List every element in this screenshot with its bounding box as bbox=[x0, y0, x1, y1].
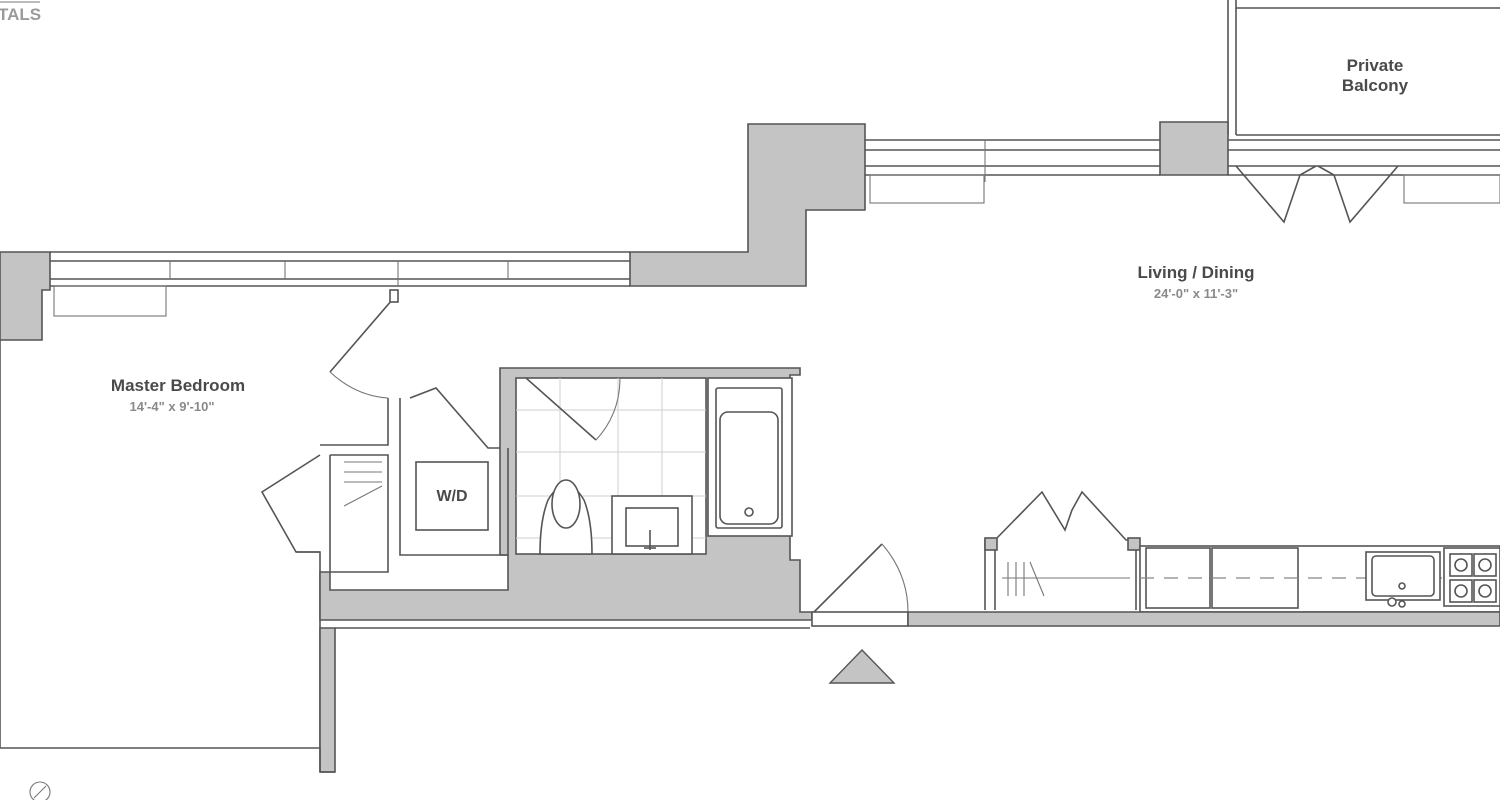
master-bedroom-dimensions: 14'-4" x 9'-10" bbox=[129, 399, 214, 414]
entry-arrow-icon bbox=[828, 648, 896, 684]
laundry-label: W/D bbox=[436, 488, 467, 505]
living-windows bbox=[865, 139, 1500, 204]
laundry-closet: W/D bbox=[399, 387, 509, 556]
entry-door bbox=[811, 543, 909, 627]
bedroom-door bbox=[329, 289, 399, 399]
upper-wall bbox=[0, 121, 1229, 341]
toilet-icon bbox=[539, 479, 593, 555]
cooktop-icon bbox=[1443, 547, 1500, 607]
bathroom bbox=[515, 377, 793, 555]
bedroom-windows bbox=[50, 251, 630, 317]
kitchen bbox=[907, 490, 1500, 627]
balcony-label-line1: Private bbox=[1347, 56, 1404, 75]
private-balcony bbox=[1227, 0, 1500, 136]
balcony-french-doors bbox=[1235, 165, 1399, 224]
master-bedroom-label: Master Bedroom bbox=[111, 376, 245, 395]
corner-label: TALS bbox=[0, 5, 41, 24]
bedroom-closet bbox=[260, 398, 389, 573]
balcony-label-line2: Balcony bbox=[1342, 76, 1409, 95]
living-dining-label: Living / Dining bbox=[1137, 263, 1254, 282]
balcony-label: Private Balcony bbox=[1342, 56, 1409, 95]
compass-icon bbox=[29, 781, 51, 800]
living-dining-dimensions: 24'-0" x 11'-3" bbox=[1154, 286, 1238, 301]
